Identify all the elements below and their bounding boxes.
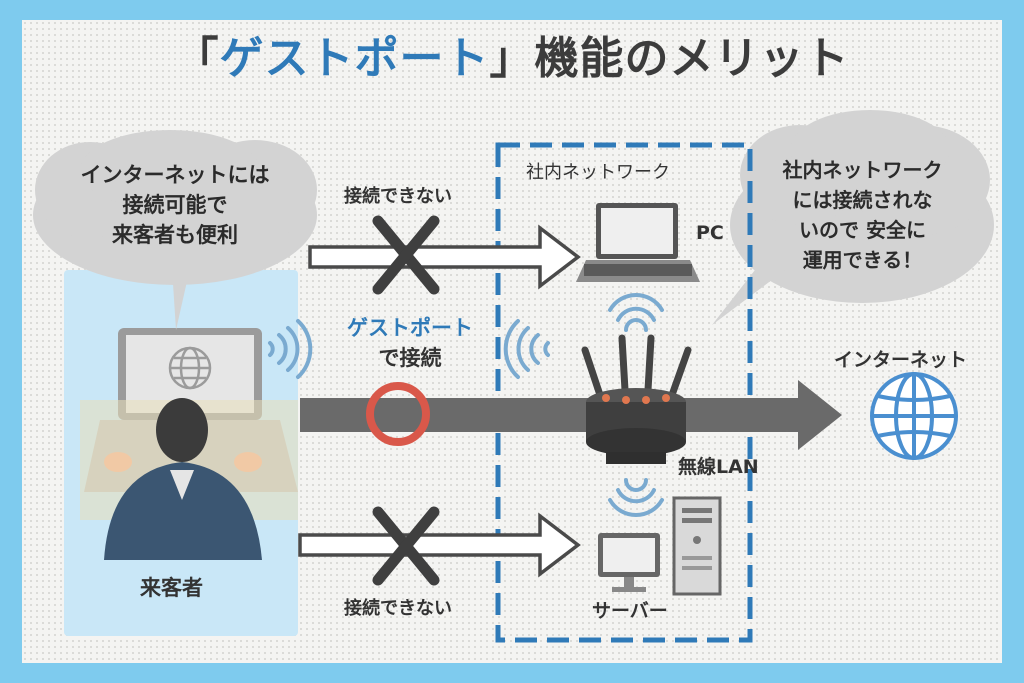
guest-bubble-line: 来客者も便利	[112, 223, 238, 247]
router-label: 無線LAN	[678, 456, 759, 478]
cross-icon-top	[372, 215, 440, 295]
guest-port-line2: で接続	[378, 346, 442, 370]
blocked-label-bottom: 接続できない	[344, 598, 452, 619]
benefit-bubble-line: 運用できる！	[802, 248, 923, 272]
server-icon	[672, 496, 722, 596]
server-label: サーバー	[592, 600, 668, 622]
visitor-label: 来客者	[140, 576, 203, 600]
benefit-bubble-line: には接続されな	[792, 188, 933, 212]
blocked-arrow-top	[308, 224, 581, 290]
guest-port-line1: ゲストポート	[347, 316, 473, 340]
benefit-bubble-line: いので 安全に	[799, 218, 926, 242]
wifi-icon-visitor	[268, 319, 313, 379]
guest-bubble-line: 接続可能で	[122, 193, 228, 217]
blocked-arrow-bottom	[298, 512, 581, 578]
wifi-icon-router-left	[503, 319, 550, 379]
internal-network-box	[495, 142, 753, 643]
benefit-speech-bubble	[712, 110, 994, 325]
cross-icon-bottom	[372, 506, 440, 586]
blocked-label-top: 接続できない	[344, 186, 452, 207]
pc-label: PC	[696, 222, 724, 244]
page-title: 「ゲストポート」機能のメリット	[0, 22, 1024, 86]
router-icon	[581, 334, 692, 464]
guest-bubble-line: インターネットには	[80, 163, 270, 187]
internet-arrow	[300, 380, 842, 450]
internet-label: インターネット	[834, 349, 968, 371]
benefit-bubble-line: 社内ネットワーク	[782, 158, 943, 182]
title-highlight: ゲストポート	[219, 33, 490, 84]
guest-speech-bubble	[33, 130, 317, 330]
guest-port-label: ゲストポート で接続	[330, 313, 490, 373]
circle-ok-icon	[366, 382, 430, 446]
desktop-icon	[598, 533, 660, 592]
wifi-icon-router-down	[608, 478, 664, 518]
visitor-person	[104, 398, 262, 560]
visitor-globe-icon	[168, 346, 212, 390]
pc-laptop-icon	[576, 203, 700, 282]
internet-globe-icon	[870, 372, 958, 460]
title-bracket-open: 「	[174, 33, 220, 84]
benefit-bubble-text: 社内ネットワーク には接続されな いので 安全に 運用できる！	[745, 155, 980, 275]
guest-bubble-text: インターネットには 接続可能で 来客者も便利	[45, 160, 305, 250]
title-bracket-close: 」	[489, 33, 535, 84]
wifi-icon-router-up	[608, 292, 664, 332]
internal-network-label: 社内ネットワーク	[526, 162, 670, 183]
title-rest: 機能のメリット	[534, 33, 850, 84]
